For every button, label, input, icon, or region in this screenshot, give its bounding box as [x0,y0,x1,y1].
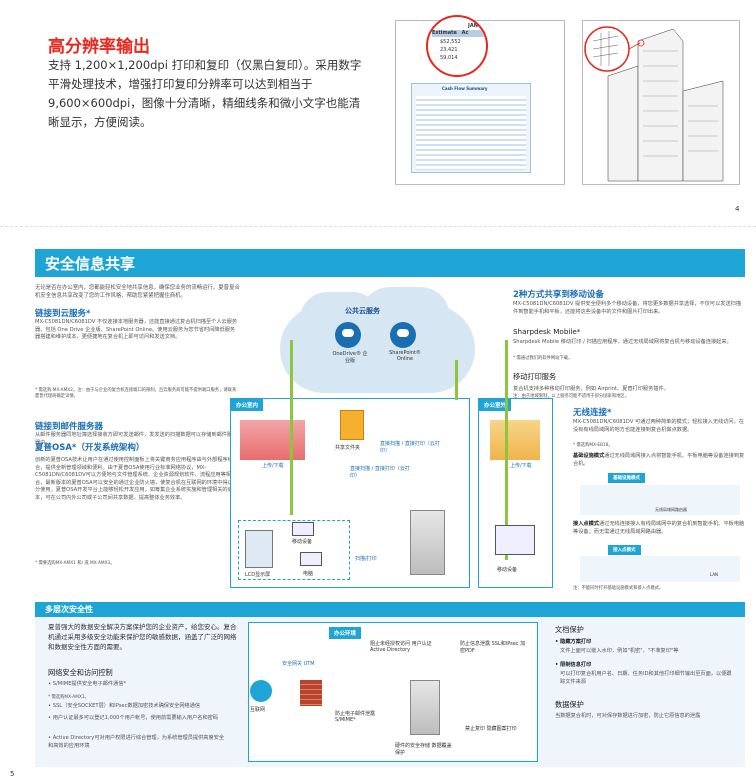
scan-print-label: 扫描/打印 [355,556,377,562]
mobile-device-right [495,525,535,555]
page-title: 高分辨率输出 [48,37,150,57]
page-number-top: 4 [735,205,740,213]
pc-icon [300,552,322,566]
city-buildings [240,420,305,460]
infra-body: 基础设施模式通过无线局域网接入点将智能手机、平板电脑等设备连接到复合机。 [573,453,745,467]
mail-body: 从邮件服务器同地址簿选择接收方即可发送邮件，发发送的扫描数据可以存储到邮件服务器… [35,432,238,446]
public-cloud-label: 公共云服务 [345,307,380,315]
lcd-display [245,530,273,568]
firewall-label: 安全网关 UTM [282,661,315,667]
in-office-tag: 办公室内 [231,399,264,411]
mobile-label-right: 移动设备 [497,567,518,573]
security-diagram: 办公环境 [248,622,538,762]
document-sample: Cash Flow Summary JAN Estimate Ac $52,55… [395,15,565,185]
access-note: 注：不能同时打开基础设施模式和接入点模式。 [573,586,664,591]
doc-item-2-desc: 可以打印复合机用户名、日期、任务ID和其他打印细节输出至页面，以便跟踪文件来源 [560,671,732,685]
access-tag: 接入点模式 [608,545,641,555]
onedrive-icon [335,322,361,348]
block1-label: 阻止未经授权访问 用户认证 Active Directory [370,641,432,653]
direct-print-label: 直接扫描 / 直接打印（云打印） [380,441,440,454]
section-header-secure-share: 安全信息共享 [35,249,745,277]
sharpdesk-body: Sharpdesk Mobile 移动打印 / 扫描应用程序，通过无线局域网将复… [513,339,732,345]
zoom-circle: JAN Estimate Ac $52,552 23,421 59,014 [426,15,488,77]
folder-icon [340,410,364,440]
net-item-3: • 用户认证最多可以登记1,000个用户帐号，使用前需要输入用户名和密码 [48,715,219,721]
infra-diagram [580,485,740,515]
mobile-device-left [292,522,314,536]
section2-intro: 夏普强大的数据安全解决方案保护您的企业资产，给您安心。复合机通过采用多级安全功能… [48,623,237,651]
cloud-heading: 链接到云服务* [35,309,91,319]
mobile-print-heading: 移动打印服务 [513,372,557,381]
sharepoint-label: SharePoint® Online [389,350,421,362]
net-item-1: • S/MIME提供安全电子邮件通信* [48,681,126,687]
data-heading: 数据保护 [555,700,584,709]
block4-label: 硬件的安全存储 数据覆盖保护 [395,743,452,756]
shared-folder-label: 共享文件夹 [335,445,361,451]
direct-print-label-2: 直接扫描 / 直接打印（云打印） [350,466,410,479]
mfp-secure [410,680,440,735]
infra-tag: 基础设施模式 [608,473,645,483]
wireless-note: * 需选购MX-EB18。 [573,443,613,448]
mobile-print-note: 注：由于地域限制，以上服务可能不适用于部分国家和地区。 [513,394,630,399]
internet-label: 互联网 [250,707,266,713]
osa-note: * 需要选购MX-AMX1 和/ 或 MX-AMX3。 [35,561,115,566]
doc-item-2: • 限制信息打印 [555,662,592,668]
device-group [238,520,350,580]
firewall-icon [300,680,322,706]
mobile-body: MX-C5081DN/C6081DV 提供安全便利多个移动设备，将您更多数据共享… [513,301,742,315]
sheet-title: Cash Flow Summary [442,86,488,91]
spreadsheet-image: Cash Flow Summary [411,83,531,173]
city-buildings-out [490,420,540,460]
out-office-tag: 办公室外 [479,399,512,411]
onedrive-label: OneDrive® 企业版 [332,351,368,364]
lan-label: LAN [710,572,719,577]
doc-item-1: • 隐藏方案打印 [555,639,592,645]
mfp-printer [410,510,445,575]
mobile-heading: 2种方式共享到移动设备 [513,290,604,300]
upload-label-left: 上传/下载 [262,463,284,469]
section1-intro: 无论是否在办公室内，您都能轻松安全地共享信息，确保您业务的流畅运行。夏普复合机安… [35,285,240,299]
sharpdesk-note: * 需通过我们的软件网站下载。 [513,356,573,361]
osa-heading: 夏普OSA*（开发系统架构） [35,443,145,453]
cloud-body: MX-C5081DN/C6081DV 不仅连接本地服务器，还能直接通过复合机扫描… [35,319,238,340]
net-item-4: • Active Directory可对用户权限进行综合管理，为系统管理员提供高… [48,735,225,749]
net-note: * 需选购MX-AMX1。 [48,695,89,700]
sharepoint-icon [390,322,416,348]
wireless-body: MX-C5081DN/C6081DV 可通过两种简单的模式；轻松接入无线访问，在… [573,419,744,433]
block2-label: 防止电子邮件泄露 S/MIME* [335,711,376,723]
pc-label: 电脑 [303,571,314,577]
mail-heading: 链接到邮件服务器 [35,422,104,432]
section-header-security: 多层次安全性 [35,602,745,617]
access-diagram [580,556,740,582]
office-env-tag: 办公环境 [329,627,362,639]
page-number-bottom: 5 [10,770,15,778]
net-item-2: • SSL（安全SOCKET层）和IPsec数据加密技术确保安全网络通信 [48,703,201,709]
intro-paragraph: 支持 1,200×1,200dpi 打印和复印（仅黑白复印）。采用数字平滑处理技… [48,58,362,129]
lcd-label: LCD显示屏 [245,572,271,578]
sharpdesk-heading: Sharpdesk Mobile* [513,327,581,336]
access-body: 接入点模式通过无线连接接入有线局域网中的复合机到智能手机、平板电脑等设备；而无需… [573,521,745,535]
doc-heading: 文档保护 [555,625,584,634]
doc-item-1-desc: 文件上面可以嵌入水印，例如"机密"、"不准复印"等 [560,648,679,654]
mobile-label-left: 移动设备 [292,539,313,545]
data-body: 当数据复合机时，可对保存数据进行加密，防止它原信息的泄露 [555,713,701,719]
osa-body: 创新的夏普OSA技术让用户在通过使用控制面板上将关键商务应用程序由与外部程序组合… [35,457,238,501]
cloud-note: * 需选购 MX-AMX2。注：由于与企业的复合机连接端口的限制，且云服务商可能… [35,388,237,399]
block3-label: 防止信息泄露 SSL和IPsec 加密PDF [460,641,526,654]
globe-icon [250,680,272,702]
building-sample [582,20,740,185]
block5-label: 禁止复印 隐藏图案打印 [465,726,517,732]
net-heading: 网络安全和访问控制 [48,668,113,677]
mobile-print-body: 复合机支持多种移动打印服务，例如 Airprint、夏普打印服务插件。 [513,386,669,392]
upload-label-right: 上传/下载 [510,463,532,469]
wireless-heading: 无线连接* [573,408,612,418]
ap-label: 无线局域网路由器 [655,507,687,512]
